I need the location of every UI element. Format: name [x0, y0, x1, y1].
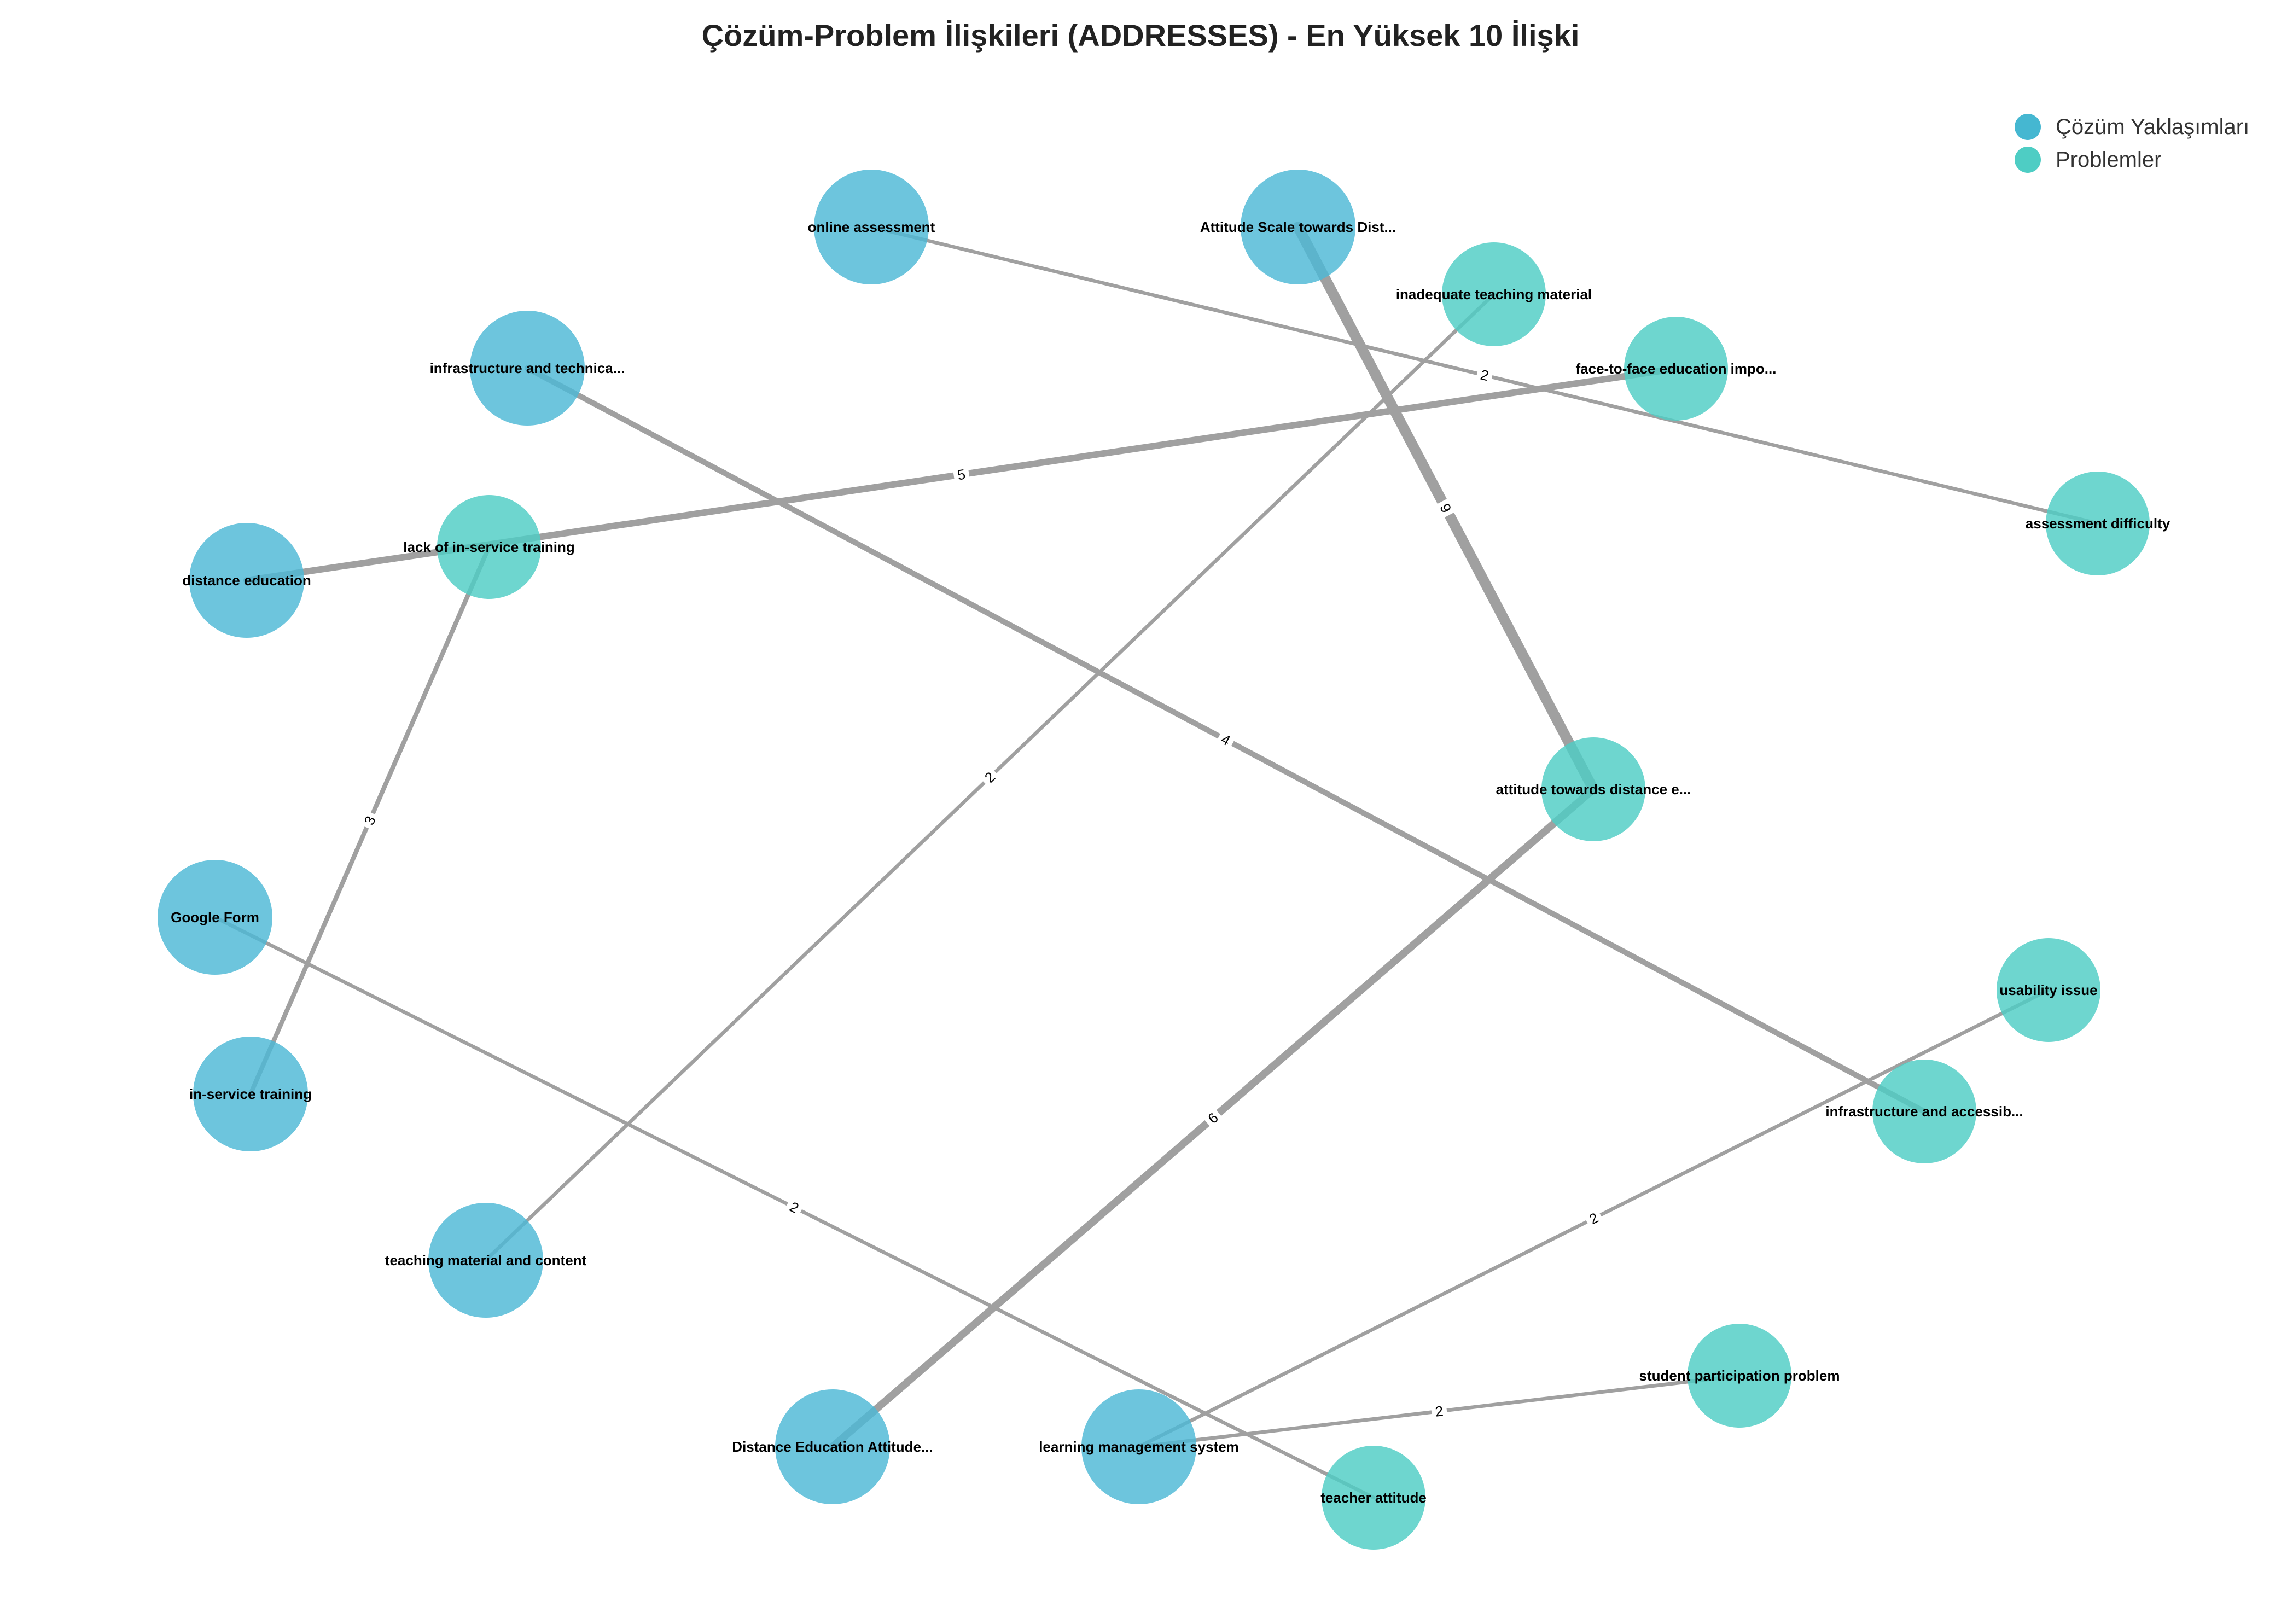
- node-label-google_form: Google Form: [171, 909, 259, 925]
- node-label-usability_issue: usability issue: [1999, 982, 2097, 998]
- problem-node-teacher_attitude: [1322, 1446, 1425, 1550]
- edge-label-background: [1215, 728, 1237, 752]
- problem-node-infrastructure_access: [1872, 1060, 1976, 1163]
- edge-weight-label: 2: [1434, 1402, 1444, 1419]
- node-label-infrastructure_access: infrastructure and accessib...: [1825, 1103, 2023, 1120]
- chart-title: Çözüm-Problem İlişkileri (ADDRESSES) - E…: [702, 18, 1580, 53]
- edge-label-background: [1201, 1106, 1225, 1130]
- edge-label-group: 2: [1582, 1207, 1605, 1230]
- edge-label-group: 2: [783, 1196, 805, 1219]
- edge-label-background: [358, 810, 381, 831]
- node-label-distance_education: distance education: [182, 572, 311, 589]
- solution-node-online_assessment: [814, 170, 929, 284]
- node-label-attitude_towards_distance: attitude towards distance e...: [1496, 781, 1691, 798]
- solution-node-teaching_material_content: [428, 1203, 543, 1318]
- edge-label-background: [978, 765, 1002, 789]
- edge-label-background: [1430, 1401, 1448, 1421]
- edge-label-background: [783, 1196, 805, 1219]
- node-label-assessment_difficulty: assessment difficulty: [2026, 515, 2171, 532]
- node-label-student_participation: student participation problem: [1639, 1367, 1840, 1384]
- problem-node-assessment_difficulty: [2046, 472, 2150, 575]
- node-label-lack_inservice: lack of in-service training: [403, 539, 575, 555]
- edge-label-background: [1475, 365, 1494, 386]
- solution-node-google_form: [158, 860, 272, 975]
- solution-node-inservice_training: [193, 1037, 308, 1151]
- legend-problem-label: Problemler: [2056, 148, 2161, 172]
- legend-problem-marker: [2015, 147, 2041, 173]
- solution-node-distance_edu_attitude: [775, 1389, 890, 1504]
- edge-weight-label: 2: [1479, 366, 1490, 385]
- legend-solution-marker: [2015, 114, 2041, 140]
- edge-label-background: [1434, 497, 1457, 519]
- solution-node-lms: [1081, 1389, 1196, 1504]
- edge-label-group: 5: [952, 464, 970, 485]
- node-label-infrastructure_technical: infrastructure and technica...: [430, 360, 625, 376]
- solution-node-infrastructure_technical: [470, 311, 585, 426]
- edge-label-group: 2: [1430, 1401, 1448, 1421]
- edge-label-group: 4: [1215, 728, 1237, 752]
- edge-label-background: [1582, 1207, 1605, 1230]
- node-label-lms: learning management system: [1039, 1439, 1239, 1455]
- node-label-teaching_material_content: teaching material and content: [385, 1252, 587, 1268]
- problem-node-attitude_towards_distance: [1541, 737, 1645, 841]
- solution-node-distance_education: [189, 523, 304, 638]
- edge-label-group: 9: [1434, 497, 1457, 519]
- problem-node-lack_inservice: [437, 495, 541, 599]
- node-label-face_to_face: face-to-face education impo...: [1576, 360, 1777, 377]
- edge-label-group: 3: [358, 810, 381, 831]
- problem-node-face_to_face: [1624, 317, 1728, 421]
- edge-label-group: 2: [1475, 365, 1494, 386]
- problem-node-inadequate_teaching_material: [1442, 242, 1546, 346]
- node-label-distance_edu_attitude: Distance Education Attitude...: [732, 1439, 933, 1455]
- edge-label-background: [952, 464, 970, 485]
- edge-weight-label: 5: [956, 466, 967, 484]
- legend: Çözüm Yaklaşımları Problemler: [2015, 114, 2249, 173]
- node-label-online_assessment: online assessment: [808, 219, 935, 235]
- node-label-inadequate_teaching_material: inadequate teaching material: [1396, 286, 1592, 302]
- solution-node-attitude_scale: [1241, 170, 1355, 284]
- node-label-attitude_scale: Attitude Scale towards Dist...: [1200, 219, 1396, 235]
- nodes-layer: online assessment Attitude Scale towards …: [158, 170, 2171, 1550]
- node-label-inservice_training: in-service training: [189, 1086, 312, 1102]
- problem-node-usability_issue: [1997, 938, 2100, 1042]
- problem-node-student_participation: [1688, 1324, 1791, 1428]
- legend-solution-label: Çözüm Yaklaşımları: [2056, 115, 2249, 139]
- node-label-teacher_attitude: teacher attitude: [1320, 1489, 1427, 1506]
